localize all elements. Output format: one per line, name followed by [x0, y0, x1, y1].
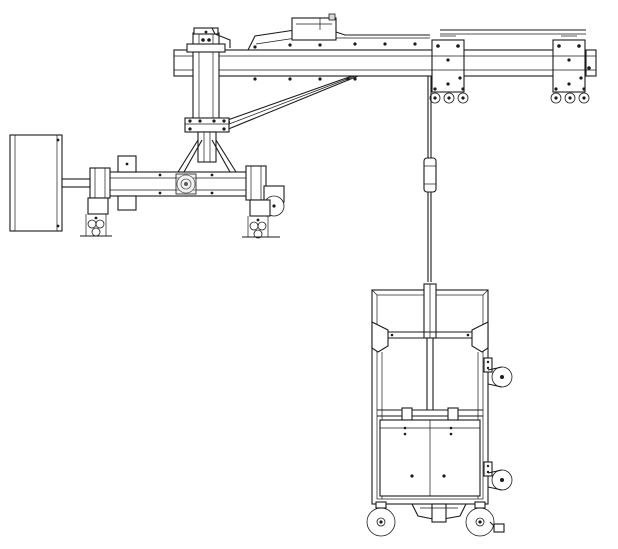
- cage-bottom-wheel-left: [366, 501, 396, 537]
- carriage-left-motor: [89, 155, 137, 211]
- jib-control-box: [291, 13, 337, 41]
- vertical-mast: [186, 27, 231, 122]
- cage-wheels: [366, 366, 513, 537]
- trolley-right: [550, 35, 590, 104]
- jib-bolt-row: [253, 42, 417, 81]
- cage-side-wheel-upper: [487, 366, 513, 388]
- carriage-wheels-left: [80, 197, 112, 237]
- trolley-left-wheels: [429, 87, 469, 104]
- cage-side-wheel-lower: [487, 469, 513, 491]
- carriage-hub: [175, 173, 197, 195]
- lower-carriage-beam: [89, 155, 285, 217]
- diagonal-brace: [221, 75, 359, 131]
- suspended-cage: [371, 283, 493, 523]
- carriage-wheels-right: [242, 199, 280, 239]
- counterweight-box: [9, 134, 91, 232]
- carriage-right-motor: [245, 165, 285, 217]
- mast-base-mount: [177, 117, 237, 173]
- trolley-left: [429, 35, 469, 104]
- upper-jib-arm: [173, 13, 597, 81]
- cable-pulley-block: [423, 157, 437, 193]
- trolley-right-wheels: [550, 87, 590, 104]
- hoist-cable: [427, 76, 432, 282]
- cage-bottom-wheel-right: [465, 501, 505, 537]
